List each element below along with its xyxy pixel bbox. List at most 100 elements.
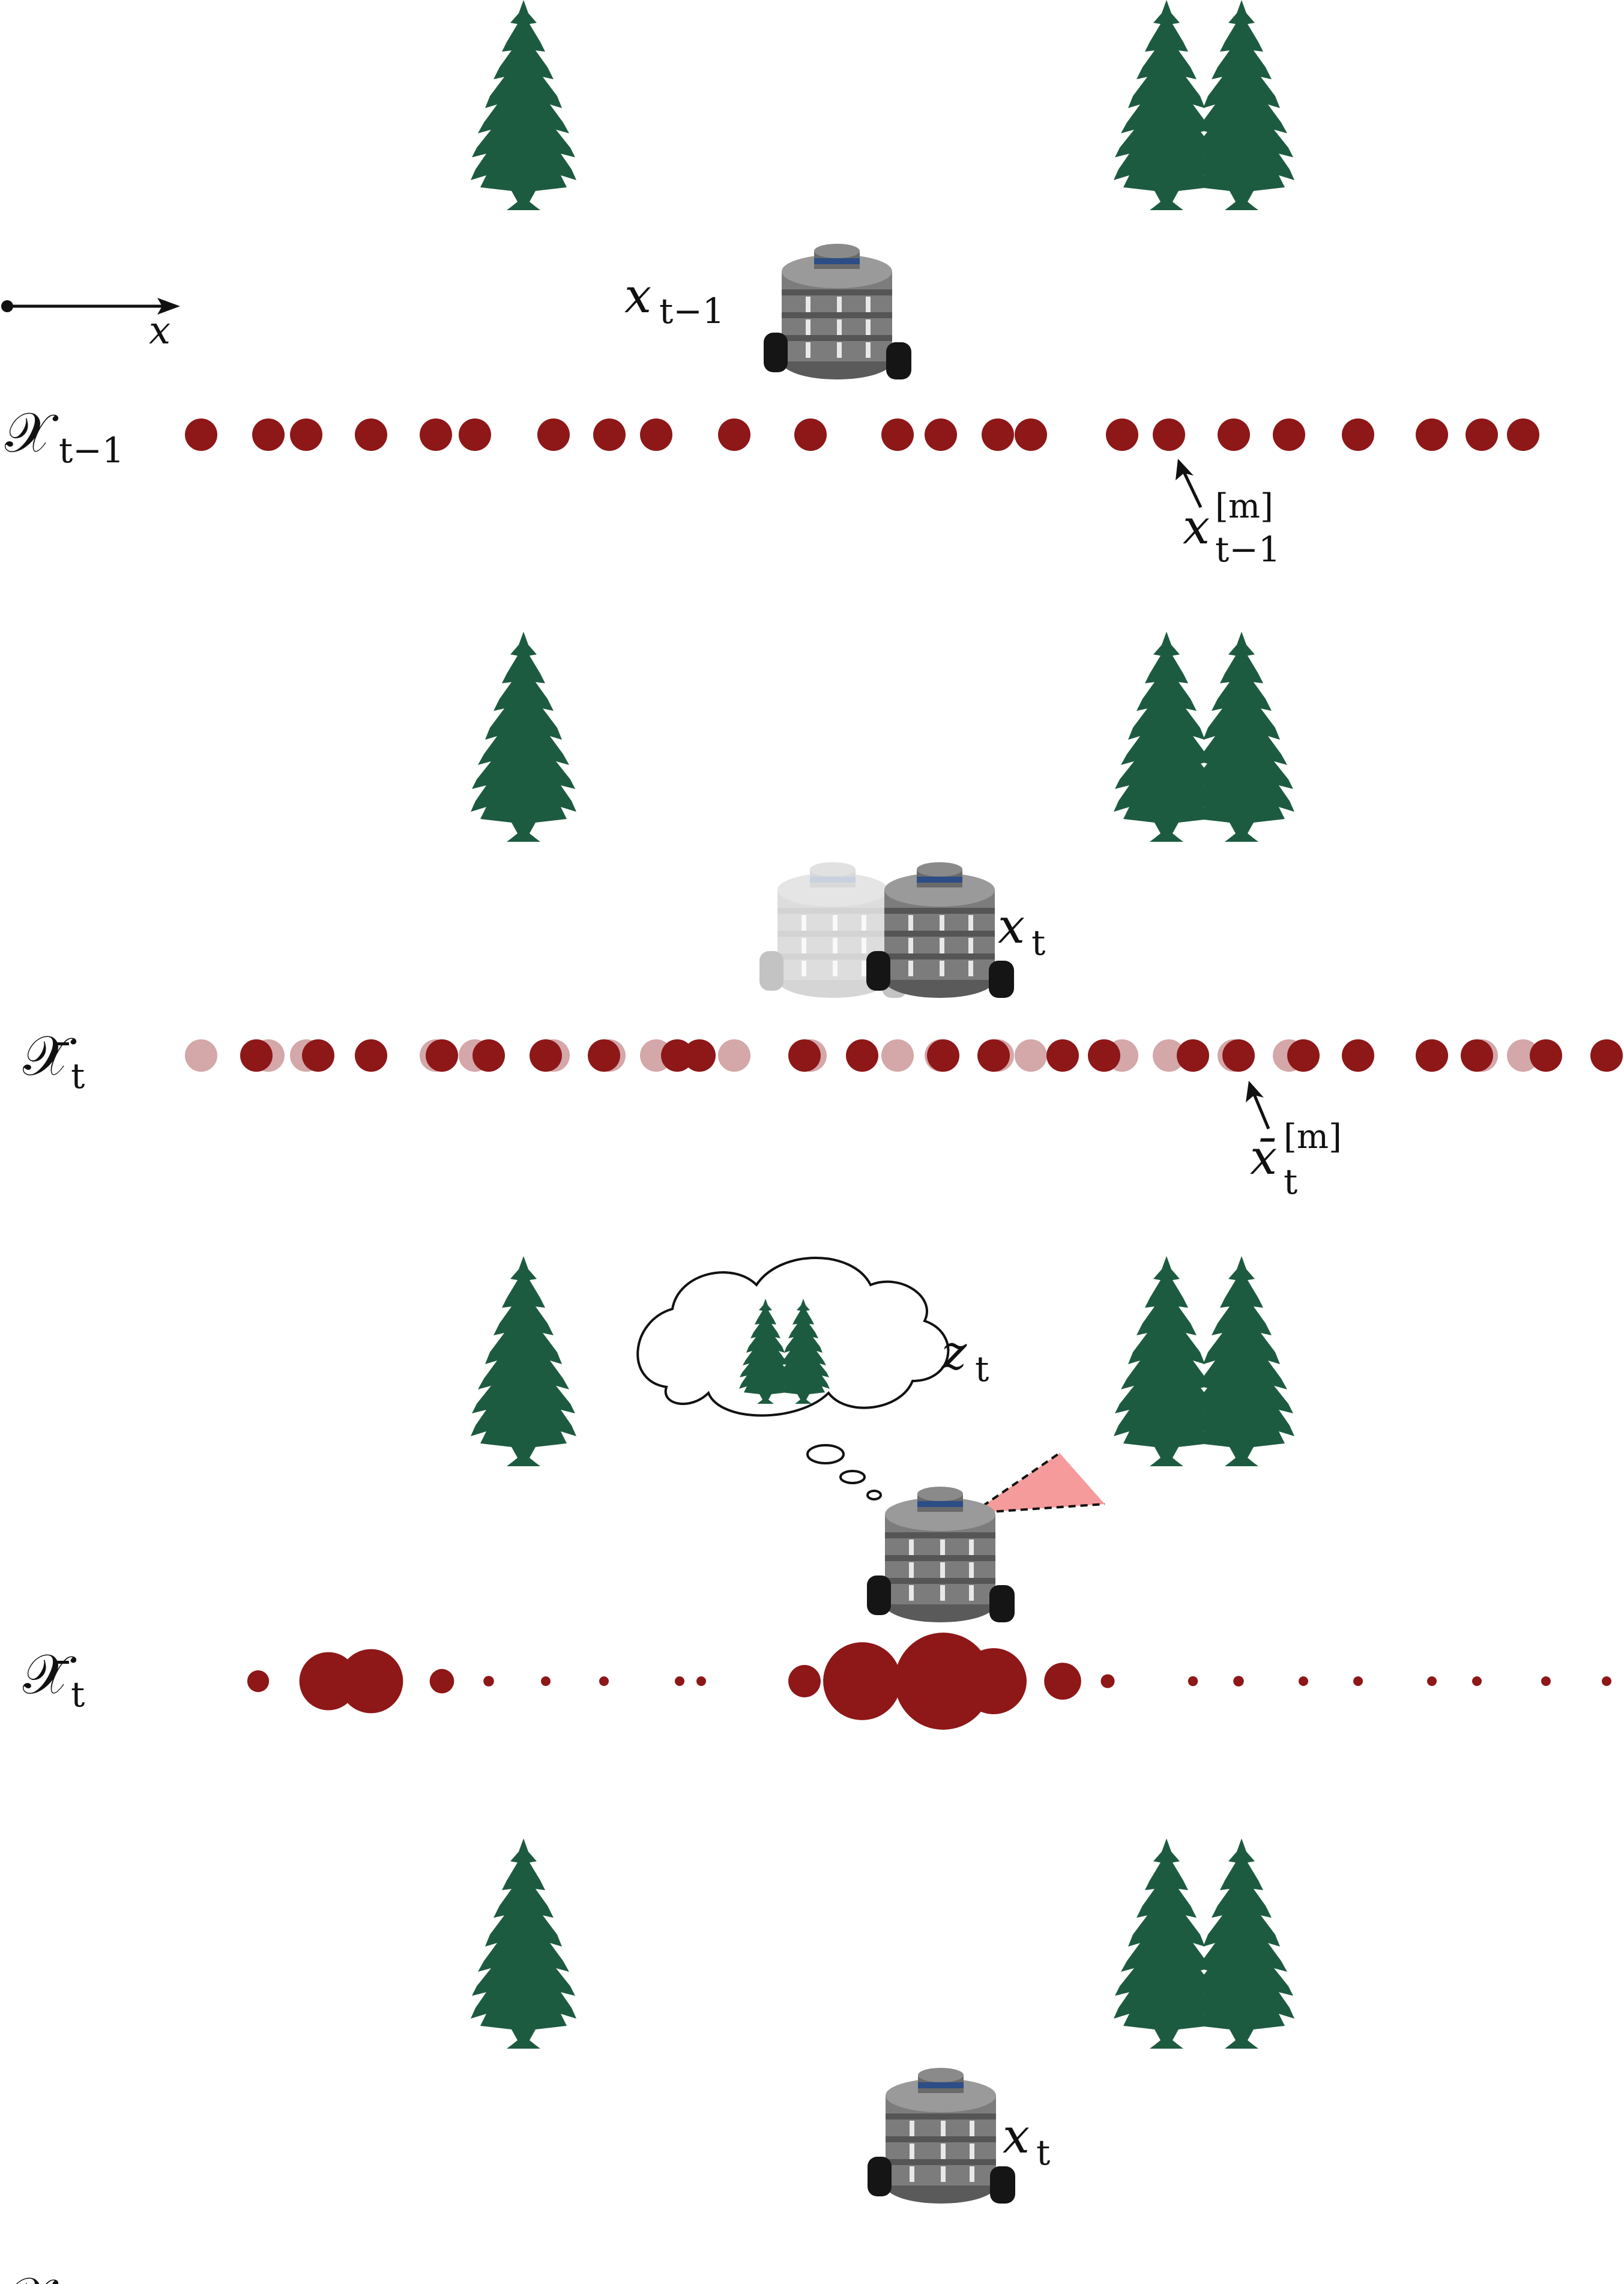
particle-weighted xyxy=(541,1676,551,1686)
particle-weighted xyxy=(1188,1676,1198,1687)
particle-weighted xyxy=(823,1642,901,1720)
particle-weighted xyxy=(895,1633,992,1730)
particle xyxy=(530,1039,562,1072)
particle xyxy=(1530,1039,1562,1072)
particle xyxy=(977,1039,1010,1072)
particle xyxy=(1416,1039,1448,1072)
particle xyxy=(355,1039,387,1072)
particle xyxy=(640,418,672,451)
particle xyxy=(290,418,322,451)
particle-set-prior xyxy=(185,418,1539,451)
particle xyxy=(240,1039,273,1072)
particle xyxy=(588,1039,620,1072)
robot-label-sub: t xyxy=(1036,2132,1050,2173)
particle-weighted xyxy=(1100,1674,1115,1688)
particle-weighted xyxy=(1427,1676,1437,1686)
particle-weighted xyxy=(1472,1676,1482,1686)
particle xyxy=(593,418,626,451)
particle xyxy=(1461,1039,1493,1072)
thought-cloud-icon xyxy=(636,1257,950,1500)
particle xyxy=(1177,1039,1209,1072)
set-label-sub: t xyxy=(71,1056,85,1096)
particle xyxy=(1222,1039,1255,1072)
particle-label-sub: t−1 xyxy=(1215,529,1281,570)
particle-weighted xyxy=(961,1648,1027,1714)
particle-weighted xyxy=(1044,1663,1081,1700)
particle xyxy=(661,1039,693,1072)
particle xyxy=(1287,1039,1320,1072)
particle xyxy=(1590,1039,1623,1072)
particle-ghost xyxy=(1153,1039,1185,1072)
particle-weighted xyxy=(1602,1676,1611,1686)
tree-icon xyxy=(471,1256,576,1466)
particle xyxy=(1342,418,1374,451)
particle xyxy=(1046,1039,1079,1072)
robot-label: x xyxy=(1003,2108,1030,2164)
particle xyxy=(537,418,570,451)
particle xyxy=(1106,418,1138,451)
set-label: 𝒳 xyxy=(5,2265,59,2284)
set-label: 𝒳̄ xyxy=(23,1642,77,1706)
particle xyxy=(459,418,491,451)
robot-label-sub: t xyxy=(1031,922,1045,963)
particle-set-predicted xyxy=(240,1039,1623,1072)
axis-label: x xyxy=(149,309,171,353)
particle-pointer-arrow xyxy=(1246,1081,1270,1129)
particle-ghost xyxy=(881,1039,914,1072)
tree-icon xyxy=(1189,0,1294,210)
particle xyxy=(927,1039,959,1072)
particle xyxy=(1273,418,1305,451)
tree-icon xyxy=(1189,1256,1294,1466)
set-label: 𝒳̄ xyxy=(23,1024,77,1088)
particle-weighted xyxy=(599,1676,609,1686)
particle xyxy=(1416,418,1448,451)
robot-label: x xyxy=(624,268,651,324)
tree-icon xyxy=(1189,632,1294,842)
set-label-sub: t−1 xyxy=(59,430,124,471)
particle xyxy=(982,418,1014,451)
robot-label-sub: t−1 xyxy=(659,291,725,331)
tree-icon xyxy=(471,632,576,842)
particle xyxy=(185,418,217,451)
particle-weighted xyxy=(696,1676,706,1686)
particle xyxy=(718,418,750,451)
particle-ghost xyxy=(718,1039,750,1072)
robot-icon xyxy=(868,2068,1015,2204)
robot-icon xyxy=(866,862,1014,998)
particle xyxy=(683,1039,716,1072)
particle xyxy=(302,1039,334,1072)
tree-icon xyxy=(471,0,576,210)
particle xyxy=(355,418,387,451)
particle xyxy=(426,1039,458,1072)
particle-ghost xyxy=(1507,1039,1539,1072)
particle xyxy=(1218,418,1250,451)
particle xyxy=(794,418,827,451)
particle-weighted xyxy=(788,1665,821,1697)
particle-weighted xyxy=(1299,1676,1308,1686)
particle xyxy=(1342,1039,1374,1072)
particle xyxy=(1507,418,1539,451)
particle-weighted xyxy=(429,1669,454,1694)
particle-label-sub: t xyxy=(1284,1161,1297,1202)
particle-label: x̄ xyxy=(1250,1129,1277,1185)
particle xyxy=(420,418,452,451)
particle-weighted xyxy=(483,1676,494,1687)
particle-pointer-arrow xyxy=(1176,459,1203,509)
particle xyxy=(1466,418,1498,451)
particle xyxy=(881,418,914,451)
particle-weighted xyxy=(1233,1676,1244,1687)
particle-weighted xyxy=(339,1649,403,1714)
particle-label-sup: [m] xyxy=(1215,487,1273,526)
scene-static xyxy=(1,0,1294,2204)
set-label-sub: t xyxy=(71,1674,85,1715)
particle xyxy=(925,418,957,451)
particle-weighted xyxy=(675,1676,684,1686)
particle-weighted xyxy=(1541,1676,1551,1686)
particle-weighted xyxy=(247,1670,270,1693)
particle xyxy=(1088,1039,1120,1072)
particle-weighted xyxy=(1353,1676,1363,1686)
particle xyxy=(472,1039,505,1072)
particle xyxy=(1015,418,1047,451)
set-label: 𝒳 xyxy=(5,400,59,465)
